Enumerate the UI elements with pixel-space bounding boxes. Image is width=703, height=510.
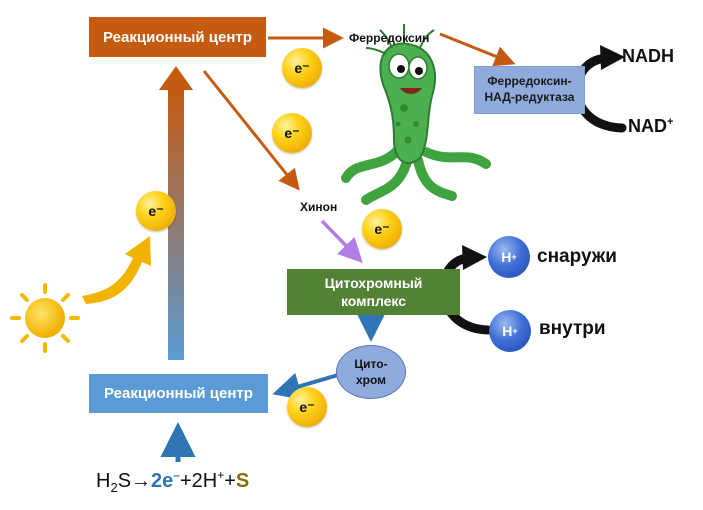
electron-icon: e⁻: [282, 48, 322, 88]
proton-symbol: H: [501, 249, 512, 265]
eq-sulfur: S: [235, 470, 250, 492]
reaction-center-bottom-label: Реакционный центр: [104, 385, 253, 402]
cytochrome-complex-line1: Цитохромный: [324, 274, 423, 291]
ferredoxin-nad-reductase-box: Ферредоксин- НАД-редуктаза: [474, 66, 585, 114]
eq-s-arrow: S→: [117, 470, 152, 492]
reaction-center-top-label: Реакционный центр: [103, 28, 252, 46]
eq-e-charge: –: [173, 468, 180, 482]
inside-label: внутри: [539, 318, 606, 339]
reaction-center-top: Реакционный центр: [89, 17, 266, 57]
cytochrome-ellipse: Цито- хром: [336, 345, 406, 399]
cytochrome-line1: Цито-: [354, 356, 388, 371]
proton-inside-icon: H+: [489, 310, 531, 352]
sun-light-arrow: [82, 236, 151, 304]
cytochrome-complex-box: Цитохромный комплекс: [287, 269, 460, 315]
arrow-to-quinone: [202, 70, 300, 191]
energy-arrow: [159, 66, 193, 360]
proton-charge: +: [512, 326, 518, 336]
eq-h: H: [96, 470, 111, 492]
h2s-equation: H2S→2e–+2H++S: [96, 468, 250, 495]
proton-symbol: H: [502, 323, 513, 339]
reaction-center-bottom: Реакционный центр: [89, 374, 268, 413]
electron-icon: e⁻: [287, 387, 327, 427]
outside-label: снаружи: [537, 246, 617, 267]
quinone-label: Хинон: [300, 200, 338, 214]
eq-2e: 2e: [151, 470, 174, 492]
eq-2h: +2H: [179, 470, 218, 492]
nadh-label: NADH: [622, 46, 674, 66]
sun-icon: [10, 283, 80, 353]
cytochrome-line2: хром: [355, 373, 387, 387]
proton-outside-icon: H+: [488, 236, 530, 278]
eq-sub2: 2: [110, 480, 118, 495]
electron-icon: e⁻: [272, 113, 312, 153]
arrow-to-reaction-center-bottom: [272, 372, 339, 400]
ferredoxin-label: Ферредоксин: [349, 31, 430, 45]
bacterium-icon: [341, 24, 491, 205]
proton-charge: +: [511, 252, 517, 262]
electron-icon: e⁻: [136, 191, 176, 231]
cytochrome-complex-line2: комплекс: [340, 293, 407, 309]
arrow-to-cytochrome-complex: [320, 219, 363, 264]
eq-plus: +: [224, 470, 236, 492]
electron-icon: e⁻: [362, 209, 402, 249]
reductase-label-line1: Ферредоксин-: [487, 74, 572, 89]
nad-label: NAD+: [628, 116, 673, 137]
nad-charge: +: [667, 116, 674, 128]
eq-h-charge: +: [217, 468, 225, 482]
reductase-label-line2: НАД-редуктаза: [484, 90, 575, 104]
nad-text: NAD: [628, 116, 667, 136]
arrow-to-reductase: [439, 32, 516, 67]
